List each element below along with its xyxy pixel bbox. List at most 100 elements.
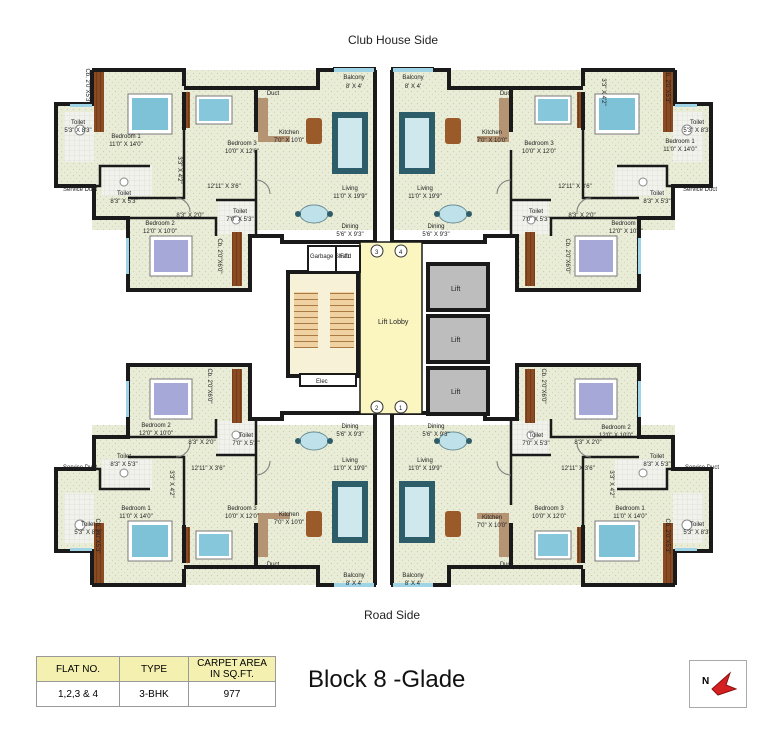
bedroom-2-label: Bedroom 2 xyxy=(611,221,641,227)
toilet-label: Toilet xyxy=(690,120,704,126)
service-duct-label: Service Duct xyxy=(63,465,97,471)
toilet-size: 8'3" X 5'3" xyxy=(643,199,670,205)
kitchen-label: Kitchen xyxy=(482,130,502,136)
cupboard-label: Cb. 2'0"X5'3" xyxy=(84,69,90,104)
toilet-label: Toilet xyxy=(690,522,704,528)
bedroom-1-size: 11'0" X 14'0" xyxy=(119,514,152,520)
flat-4-drawing xyxy=(390,66,713,292)
dining-label: Dining xyxy=(427,224,444,230)
passage-size: 12'11" X 3'6" xyxy=(207,184,240,190)
balcony-size: 8' X 4' xyxy=(346,581,362,587)
table-cell-carpet-area: 977 xyxy=(188,681,276,707)
dining-label: Dining xyxy=(427,424,444,430)
balcony-label: Balcony xyxy=(343,573,364,579)
toilet-label: Toilet xyxy=(529,433,543,439)
bedroom-3-label: Bedroom 3 xyxy=(227,506,257,512)
toilet-label: Toilet xyxy=(81,522,95,528)
passage-size: 8'3" X 2'0" xyxy=(568,213,595,219)
flat-area-table: FLAT NO. TYPE CARPET AREA IN SQ.FT. 1,2,… xyxy=(36,656,276,707)
living-size: 11'0" X 19'9" xyxy=(333,466,366,472)
living-label: Living xyxy=(342,458,358,464)
passage-size: 3'3" X 4'2" xyxy=(176,156,182,183)
balcony-size: 8' X 4' xyxy=(405,581,421,587)
toilet-label: Toilet xyxy=(71,120,85,126)
toilet-size: 7'0" X 5'3" xyxy=(226,217,253,223)
cupboard-label: Cb. 2'0"X6'0" xyxy=(564,239,570,274)
toilet-size: 7'0" X 5'3" xyxy=(522,217,549,223)
bedroom-1-label: Bedroom 1 xyxy=(111,134,141,140)
lift-label: Lift xyxy=(451,286,460,293)
garbage-shaft-label: Garbage Shaft xyxy=(310,254,349,260)
balcony-label: Balcony xyxy=(343,75,364,81)
bedroom-1-size: 11'0" X 14'0" xyxy=(663,147,696,153)
table-cell-flat-no: 1,2,3 & 4 xyxy=(36,681,120,707)
kitchen-label: Kitchen xyxy=(279,512,299,518)
cupboard-label: Cb. 2'0"X5'3" xyxy=(94,519,100,554)
kitchen-label: Kitchen xyxy=(482,515,502,521)
living-size: 11'0" X 19'9" xyxy=(408,466,441,472)
flat-number-3: 3 xyxy=(375,250,379,256)
service-duct-label: Service Duct xyxy=(683,187,717,193)
table-header-carpet-area: CARPET AREA IN SQ.FT. xyxy=(188,656,276,682)
toilet-size: 5'3" X 8'3" xyxy=(64,128,91,134)
passage-size: 8'3" X 2'0" xyxy=(176,213,203,219)
club-house-side-label: Club House Side xyxy=(348,33,439,47)
elec-label: Elec xyxy=(316,379,328,385)
dining-size: 5'6" X 9'3" xyxy=(422,232,449,238)
dining-size: 5'6" X 9'3" xyxy=(422,432,449,438)
bedroom-2-size: 12'0" X 10'0" xyxy=(139,431,173,437)
passage-size: 3'3" X 4'2" xyxy=(168,470,174,497)
bedroom-1-size: 11'0" X 14'0" xyxy=(613,514,646,520)
flat-2-drawing xyxy=(54,363,377,589)
toilet-size: 5'3" X 8'3" xyxy=(683,530,710,536)
bedroom-3-label: Bedroom 3 xyxy=(524,141,554,147)
bedroom-3-size: 10'0" X 12'0" xyxy=(532,514,566,520)
flat-number-2: 2 xyxy=(375,406,379,412)
kitchen-size: 7'0" X 10'0" xyxy=(274,520,305,526)
bedroom-2-size: 12'0" X 10'0" xyxy=(609,229,643,235)
bedroom-1-label: Bedroom 1 xyxy=(665,139,695,145)
living-label: Living xyxy=(342,186,358,192)
dining-size: 5'6" X 9'3" xyxy=(336,232,363,238)
toilet-label: Toilet xyxy=(650,454,664,460)
toilet-label: Toilet xyxy=(117,191,131,197)
balcony-label: Balcony xyxy=(402,573,423,579)
living-size: 11'0" X 19'9" xyxy=(408,194,441,200)
toilet-label: Toilet xyxy=(650,191,664,197)
dining-label: Dining xyxy=(341,224,358,230)
cupboard-label: Cb. 2'0"X5'3" xyxy=(664,69,670,104)
bedroom-2-size: 12'0" X 10'0" xyxy=(599,433,633,439)
toilet-size: 8'3" X 5'3" xyxy=(110,199,137,205)
kitchen-size: 7'0" X 10'0" xyxy=(477,523,508,529)
dining-size: 5'6" X 9'3" xyxy=(336,432,363,438)
bedroom-2-label: Bedroom 2 xyxy=(141,423,171,429)
passage-size: 3'3" X 4'2" xyxy=(608,470,614,497)
duct-label: Duct xyxy=(267,91,280,97)
service-duct-label: Service Duct xyxy=(63,187,97,193)
bedroom-3-size: 10'0" X 12'0" xyxy=(225,514,259,520)
ffd-label: F.f.d xyxy=(340,254,351,260)
bedroom-2-label: Bedroom 2 xyxy=(145,221,175,227)
cupboard-label: Cb. 2'0"X6'0" xyxy=(540,369,546,404)
duct-label: Duct xyxy=(500,562,513,568)
lift-label: Lift xyxy=(451,389,460,396)
table-cell-type: 3-BHK xyxy=(119,681,189,707)
dining-label: Dining xyxy=(341,424,358,430)
kitchen-size: 7'0" X 10'0" xyxy=(477,138,508,144)
toilet-size: 5'3" X 8'3" xyxy=(683,128,710,134)
lift-lobby-label: Lift Lobby xyxy=(378,319,409,326)
toilet-label: Toilet xyxy=(529,209,543,215)
passage-size: 12'11" X 3'6" xyxy=(558,184,591,190)
bedroom-2-label: Bedroom 2 xyxy=(601,425,631,431)
road-side-label: Road Side xyxy=(364,608,421,622)
living-label: Living xyxy=(417,186,433,192)
toilet-size: 8'3" X 5'3" xyxy=(643,462,670,468)
lift-label: Lift xyxy=(451,337,460,344)
balcony-label: Balcony xyxy=(402,75,423,81)
table-header-flat-no: FLAT NO. xyxy=(36,656,120,682)
toilet-label: Toilet xyxy=(239,433,253,439)
north-compass: N xyxy=(689,660,747,708)
bedroom-1-label: Bedroom 1 xyxy=(121,506,151,512)
